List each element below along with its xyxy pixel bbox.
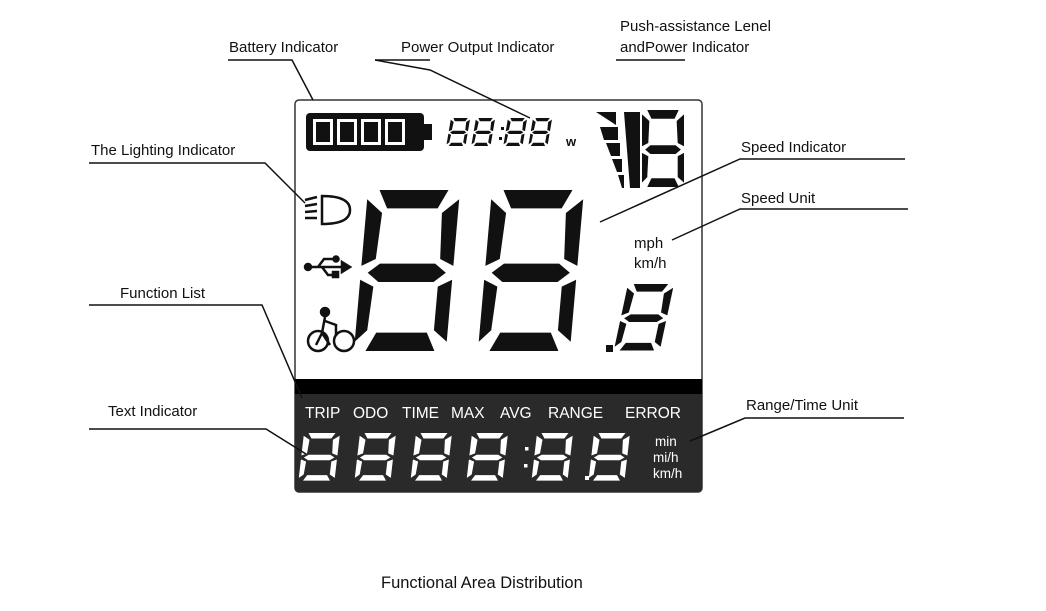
range-unit-mih: mi/h [653, 450, 679, 465]
speed-unit-kmh: km/h [634, 255, 667, 272]
leader-battery [228, 59, 314, 101]
speed-unit-mph: mph [634, 235, 663, 252]
label-push-line2: andPower Indicator [620, 39, 749, 56]
label-battery: Battery Indicator [229, 39, 338, 56]
text-digits [298, 433, 630, 481]
leader-text-indicator [89, 428, 307, 455]
headlight-icon [304, 194, 352, 226]
leader-range-time-unit [689, 417, 904, 442]
leader-lighting [89, 162, 306, 204]
function-item-trip: TRIP [305, 405, 340, 422]
function-list: TRIP ODO TIME MAX AVG RANGE ERROR [305, 405, 681, 422]
label-speed-unit: Speed Unit [741, 190, 816, 207]
walk-assist-icon [306, 306, 356, 353]
label-power-output: Power Output Indicator [401, 39, 554, 56]
function-item-max: MAX [451, 405, 485, 422]
assist-level-bars [596, 112, 640, 188]
power-output-digits [446, 118, 553, 146]
speed-digits [353, 190, 613, 352]
power-unit: w [565, 134, 577, 149]
label-function-list: Function List [120, 285, 206, 302]
label-speed: Speed Indicator [741, 139, 846, 156]
leader-function-list [89, 304, 303, 399]
range-unit-kmh: km/h [653, 466, 682, 481]
label-range-time-unit: Range/Time Unit [746, 397, 859, 414]
label-text-indicator: Text Indicator [108, 403, 197, 420]
figure-caption: Functional Area Distribution [381, 574, 583, 592]
label-lighting: The Lighting Indicator [91, 142, 235, 159]
leader-speed-unit [671, 208, 908, 241]
leader-power-output [374, 59, 531, 119]
function-item-time: TIME [402, 405, 439, 422]
usb-icon [303, 255, 353, 279]
battery-icon [306, 113, 432, 151]
range-unit-min: min [655, 434, 677, 449]
function-item-avg: AVG [500, 405, 532, 422]
function-item-error: ERROR [625, 405, 681, 422]
function-item-range: RANGE [548, 405, 603, 422]
label-push-line1: Push-assistance Lenel [620, 18, 771, 35]
info-band-top-stripe [295, 379, 702, 394]
leader-speed [599, 158, 905, 223]
function-item-odo: ODO [353, 405, 388, 422]
